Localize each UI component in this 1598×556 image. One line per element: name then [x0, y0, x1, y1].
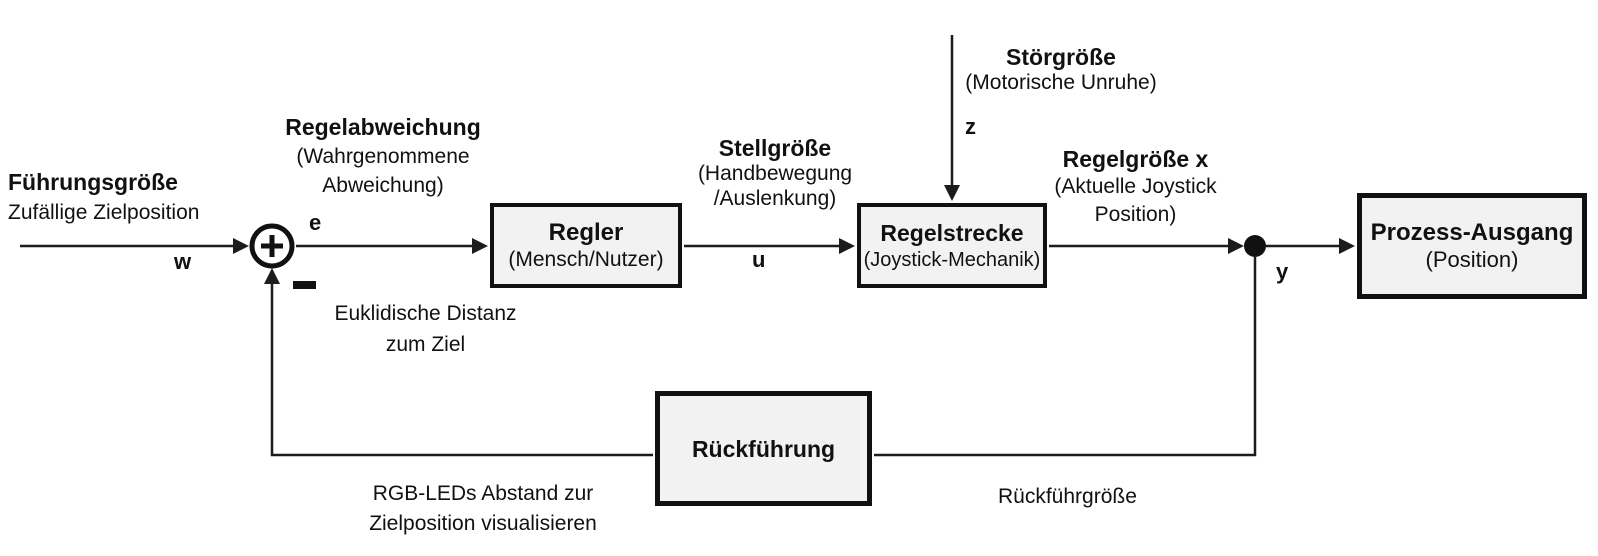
annotation-euklid-line1: Euklidische Distanz — [334, 302, 517, 325]
arrowhead-y-icon — [1339, 238, 1355, 254]
annotation-fuehrungsgroesse: Führungsgröße Zufällige Zielposition — [8, 168, 199, 227]
annotation-fuehrungsgroesse-sub: Zufällige Zielposition — [8, 201, 200, 224]
block-regelstrecke-title: Regelstrecke — [880, 219, 1024, 246]
arrowhead-z-icon — [944, 185, 960, 201]
arrowhead-u-icon — [839, 238, 855, 254]
signal-z: z — [965, 114, 976, 139]
annotation-regelgroesse-sub2: Position) — [1094, 203, 1177, 226]
annotation-rueckfuehrgroesse: Rückführgröße — [998, 485, 1137, 508]
block-prozess-ausgang-subtitle: (Position) — [1425, 247, 1519, 272]
block-prozess-ausgang-title: Prozess-Ausgang — [1370, 219, 1574, 246]
annotation-euklidische-distanz: Euklidische Distanz zum Ziel — [318, 298, 533, 360]
annotation-rgb-leds: RGB-LEDs Abstand zur Zielposition visual… — [338, 479, 628, 539]
block-prozess-ausgang: Prozess-Ausgang (Position) — [1357, 193, 1587, 299]
block-regelstrecke-subtitle: (Joystick-Mechanik) — [863, 248, 1041, 271]
block-regelstrecke: Regelstrecke (Joystick-Mechanik) — [857, 203, 1047, 288]
block-regler: Regler (Mensch/Nutzer) — [490, 203, 682, 288]
signal-y: y — [1276, 259, 1289, 284]
annotation-regelabweichung-sub1: (Wahrgenommene — [296, 145, 470, 168]
arrowhead-feedback-icon — [264, 268, 280, 284]
minus-icon — [293, 281, 316, 289]
annotation-stellgroesse-sub1: (Handbewegung — [697, 162, 853, 185]
annotation-regelabweichung-sub2: Abweichung) — [322, 174, 444, 197]
annotation-stoergroesse: Störgröße (Motorische Unruhe) — [955, 44, 1167, 96]
annotation-regelgroesse: Regelgröße x (Aktuelle Joystick Position… — [1038, 145, 1233, 229]
signal-e: e — [309, 210, 322, 235]
annotation-regelabweichung-title: Regelabweichung — [285, 114, 481, 140]
arrowhead-x-icon — [1228, 238, 1244, 254]
block-regler-subtitle: (Mensch/Nutzer) — [508, 247, 664, 271]
signal-w: w — [174, 249, 192, 274]
annotation-stoergroesse-sub: (Motorische Unruhe) — [965, 71, 1157, 94]
annotation-stellgroesse: Stellgröße (Handbewegung /Auslenkung) — [685, 136, 865, 211]
annotation-rgb-line2: Zielposition visualisieren — [369, 512, 597, 535]
branch-dot — [1244, 235, 1266, 257]
block-rueckfuehrung: Rückführung — [655, 391, 872, 506]
annotation-euklid-line2: zum Ziel — [385, 333, 466, 356]
arrowhead-w-icon — [233, 238, 249, 254]
annotation-regelabweichung: Regelabweichung (Wahrgenommene Abweichun… — [278, 113, 488, 200]
signal-u: u — [752, 247, 766, 272]
annotation-stellgroesse-sub2: /Auslenkung) — [713, 187, 837, 210]
annotation-stoergroesse-title: Störgröße — [1006, 44, 1116, 70]
annotation-regelgroesse-sub1: (Aktuelle Joystick — [1054, 175, 1217, 198]
annotation-rgb-line1: RGB-LEDs Abstand zur — [372, 482, 594, 505]
wire-feedback-right — [874, 257, 1257, 457]
block-regler-title: Regler — [548, 218, 624, 246]
wire-feedback-left — [270, 282, 653, 457]
arrowhead-e-icon — [472, 238, 488, 254]
annotation-stellgroesse-title: Stellgröße — [718, 135, 832, 161]
block-rueckfuehrung-title: Rückführung — [691, 435, 836, 462]
annotation-fuehrungsgroesse-title: Führungsgröße — [8, 169, 178, 195]
annotation-regelgroesse-title: Regelgröße x — [1062, 146, 1209, 172]
